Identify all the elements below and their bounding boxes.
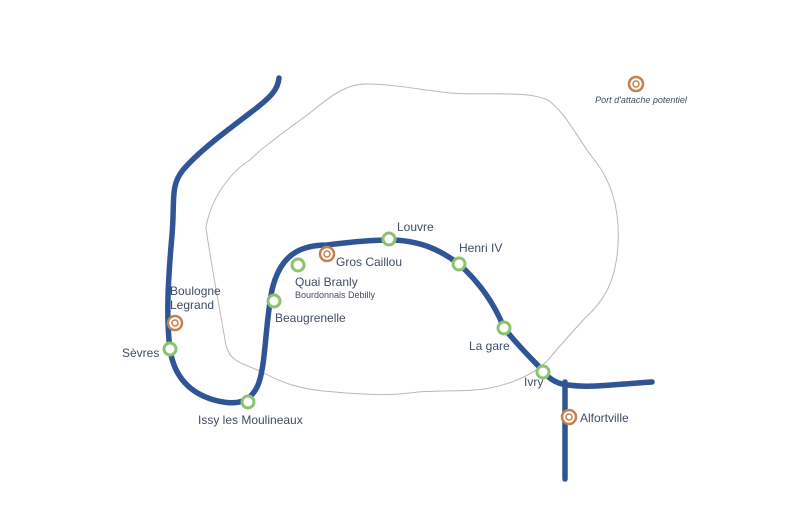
stop-la-gare[interactable]: La gare — [469, 320, 512, 353]
stop-louvre[interactable]: Louvre — [381, 220, 434, 247]
green-ring-icon — [451, 256, 467, 272]
green-ring-icon — [240, 394, 256, 410]
station-label-line1: Boulogne — [170, 284, 221, 298]
green-ring-icon — [381, 231, 397, 247]
green-ring-icon — [496, 320, 512, 336]
stop-beaugrenelle[interactable]: Beaugrenelle — [266, 293, 346, 325]
stop-henri-iv[interactable]: Henri IV — [451, 241, 502, 272]
seine-river-line — [165, 75, 655, 406]
stop-issy[interactable]: Issy les Moulineaux — [198, 394, 303, 427]
station-label: Alfortville — [580, 411, 629, 425]
double-ring-orange-icon-inner — [171, 319, 179, 327]
station-label-line2: Legrand — [170, 298, 214, 312]
stop-quai-branly[interactable]: Quai Branly Bourdonnais Debilly — [290, 257, 376, 300]
double-ring-orange-icon-inner — [565, 413, 573, 421]
station-label: Louvre — [397, 220, 434, 234]
stop-ivry[interactable]: Ivry — [524, 364, 551, 389]
station-label: Issy les Moulineaux — [198, 413, 303, 427]
station-sublabel: Bourdonnais Debilly — [295, 290, 376, 300]
station-label: Beaugrenelle — [275, 311, 346, 325]
green-ring-icon — [266, 293, 282, 309]
double-ring-orange-icon-inner — [323, 250, 331, 258]
green-ring-icon — [162, 341, 178, 357]
legend-label: Port d'attache potentiel — [595, 95, 688, 105]
station-label: Gros Caillou — [336, 255, 402, 269]
green-ring-icon — [535, 364, 551, 380]
station-label: Quai Branly — [295, 275, 358, 289]
city-boundary-outline — [205, 83, 619, 396]
station-label: Ivry — [524, 375, 543, 389]
port-gros-caillou[interactable]: Gros Caillou — [318, 245, 402, 269]
port-alfortville[interactable]: Alfortville — [560, 408, 629, 426]
station-label: Sèvres — [122, 346, 159, 360]
station-label: La gare — [469, 339, 510, 353]
double-ring-orange-icon-inner — [632, 80, 640, 88]
station-label: Henri IV — [459, 241, 502, 255]
green-ring-icon — [290, 257, 306, 273]
port-boulogne-legrand[interactable]: Boulogne Legrand — [166, 284, 221, 332]
legend: Port d'attache potentiel — [595, 75, 688, 105]
stop-sevres[interactable]: Sèvres — [122, 341, 178, 360]
